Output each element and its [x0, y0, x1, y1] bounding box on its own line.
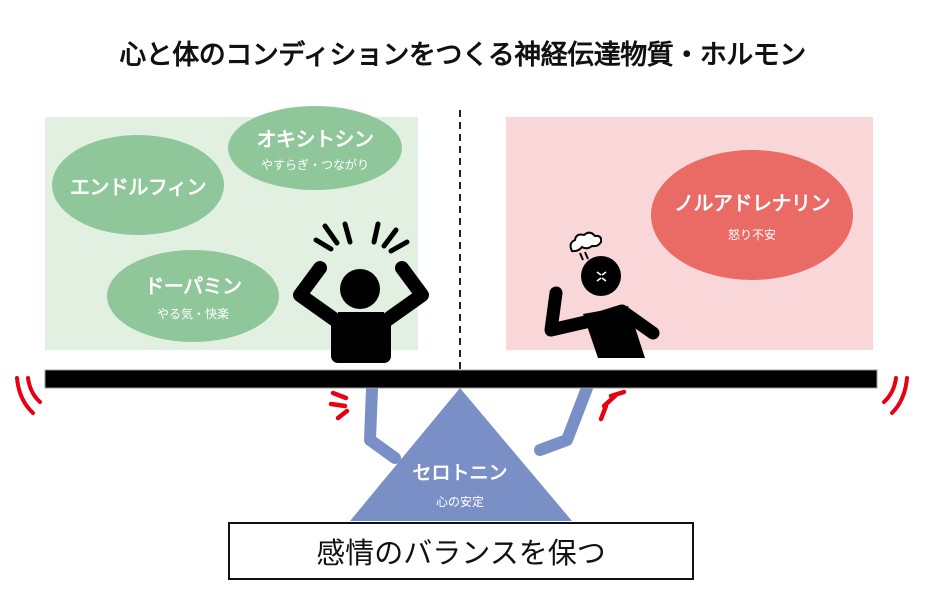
diagram-title: 心と体のコンディションをつくる神経伝達物質・ホルモン	[119, 40, 806, 71]
oxytocin-ellipse: オキシトシン やすらぎ・つながり	[228, 106, 402, 190]
angry-person-icon	[544, 231, 660, 358]
serotonin-fulcrum	[350, 382, 593, 521]
serotonin-label: セロトニン	[412, 462, 508, 484]
balance-caption-box: 感情のバランスを保つ	[228, 522, 694, 580]
dopamine-effect: やる気・快楽	[156, 307, 229, 321]
noradrenaline-effect: 怒り不安	[727, 228, 776, 242]
shake-marks-icon	[15, 376, 909, 422]
serotonin-label-group: セロトニン 心の安定	[360, 458, 560, 510]
oxytocin-effect: やすらぎ・つながり	[260, 158, 369, 172]
steam-puff-icon	[569, 231, 603, 253]
balance-beam	[44, 369, 878, 389]
noradrenaline-label: ノルアドレナリン	[674, 191, 831, 215]
balance-caption: 感情のバランスを保つ	[316, 536, 606, 570]
noradrenaline-ellipse: ノルアドレナリン 怒り不安	[651, 150, 853, 280]
dopamine-label: ドーパミン	[144, 274, 242, 298]
oxytocin-label: オキシトシン	[256, 127, 375, 151]
anger-mark-icon	[596, 271, 607, 282]
serotonin-effect: 心の安定	[435, 495, 484, 509]
dopamine-ellipse: ドーパミン やる気・快楽	[107, 250, 279, 342]
endorphin-label: エンドルフィン	[69, 174, 207, 199]
excited-person-icon	[293, 221, 429, 363]
endorphin-ellipse: エンドルフィン	[52, 135, 224, 235]
